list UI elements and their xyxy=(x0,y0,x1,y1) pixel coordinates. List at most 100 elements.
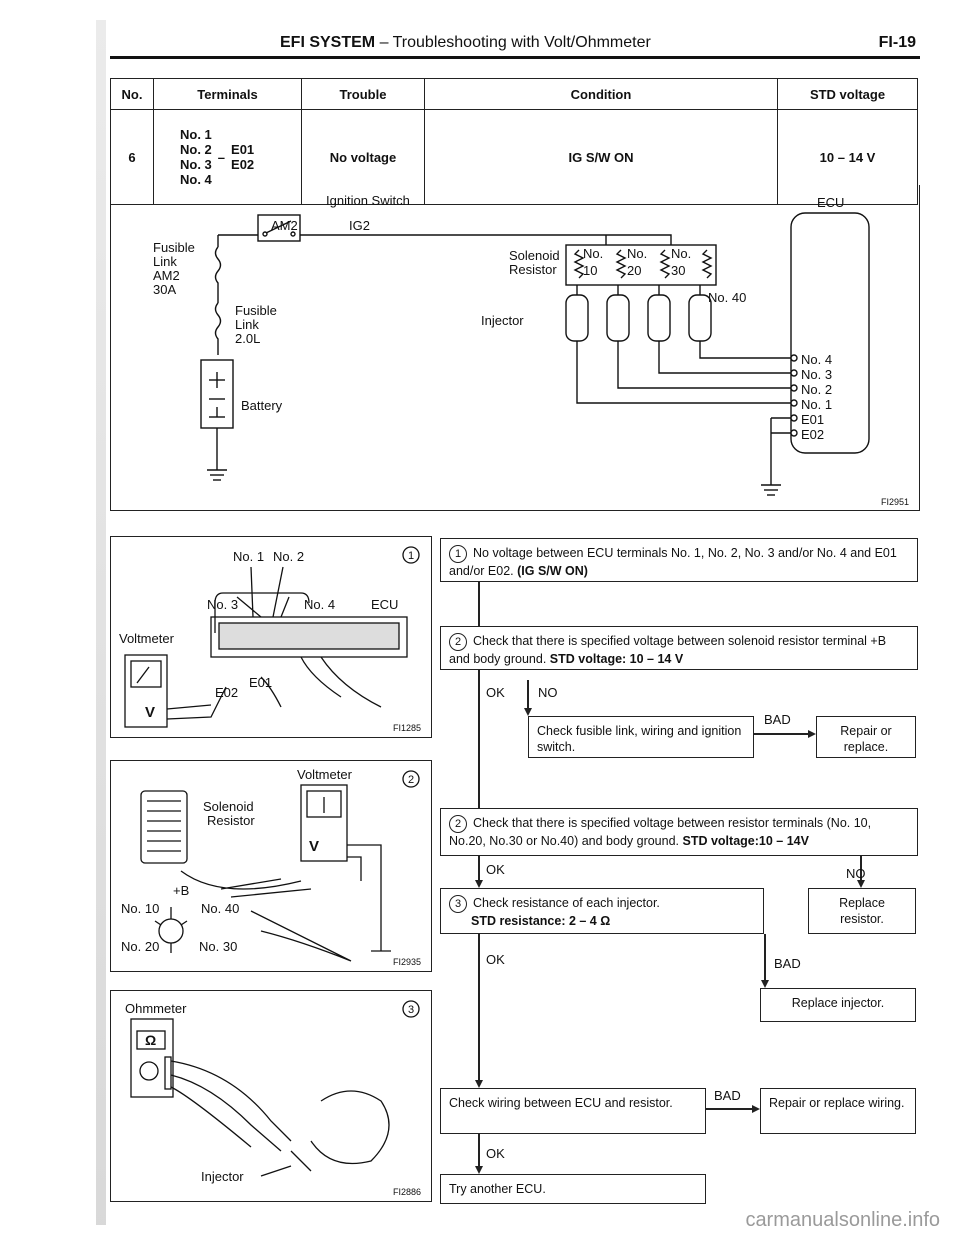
ig2-label: IG2 xyxy=(349,218,370,233)
fusible-link-am2: Fusible xyxy=(153,240,195,255)
panel1-ecu: ECU xyxy=(371,597,398,612)
step-circle-number: 1 xyxy=(408,550,414,562)
row-terminals: No. 1 No. 2 No. 3 No. 4 – E01 E02 xyxy=(153,109,302,205)
flow-connector xyxy=(706,1108,752,1110)
fig-code: FI1285 xyxy=(393,723,421,733)
arrow-down-icon xyxy=(475,880,483,888)
flow-bold: (IG S/W ON) xyxy=(517,564,588,578)
panel2-no20: No. 20 xyxy=(121,939,159,954)
ecu-terminal: No. 2 xyxy=(801,382,832,397)
panel3-omega: Ω xyxy=(145,1032,156,1048)
flow-bold: STD voltage: 10 – 14 V xyxy=(549,652,684,666)
panel-solenoid-voltmeter: Voltmeter Solenoid Resistor +B No. 10 No… xyxy=(110,760,432,972)
row-condition: IG S/W ON xyxy=(424,109,778,205)
flow-ok-label: OK xyxy=(486,1146,505,1161)
panel1-e02: E02 xyxy=(215,685,238,700)
flow-bad-label: BAD xyxy=(774,956,801,971)
step-circle-number: 3 xyxy=(449,895,467,913)
panel1-no4: No. 4 xyxy=(304,597,335,612)
terminal-item: E01 xyxy=(231,142,255,157)
ecu-terminal: E02 xyxy=(801,427,824,442)
flow-connector xyxy=(478,934,480,1084)
wiring-diagram: Ignition Switch AM2 IG2 Fusible Link AM2… xyxy=(110,185,920,511)
resistor-term: No. xyxy=(627,246,647,261)
fig-code: FI2886 xyxy=(393,1187,421,1197)
flow-check-fusible: Check fusible link, wiring and ignition … xyxy=(528,716,754,758)
panel-ecu-voltmeter: No. 1 No. 2 No. 3 No. 4 ECU Voltmeter E0… xyxy=(110,536,432,738)
step-circle-number: 1 xyxy=(449,545,467,563)
flow-connector xyxy=(527,680,529,710)
resistor-num: 10 xyxy=(583,263,597,278)
panel1-voltmeter: Voltmeter xyxy=(119,631,175,646)
page-title: EFI SYSTEM – Troubleshooting with Volt/O… xyxy=(280,34,651,51)
flow-connector xyxy=(860,856,862,886)
fusible-link-2: Fusible xyxy=(235,303,277,318)
flow-check-wiring: Check wiring between ECU and resistor. xyxy=(440,1088,706,1134)
panel1-no1: No. 1 xyxy=(233,549,264,564)
wiring-diagram-svg: Ignition Switch AM2 IG2 Fusible Link AM2… xyxy=(153,193,909,507)
flow-bad-label: BAD xyxy=(764,712,791,727)
panel2-no40: No. 40 xyxy=(201,901,239,916)
injector-label: Injector xyxy=(481,313,524,328)
flow-ok-label: OK xyxy=(486,952,505,967)
flow-text: Check that there is specified voltage be… xyxy=(449,816,872,848)
fusible-link-am2: Link xyxy=(153,254,177,269)
flow-no-label: NO xyxy=(538,685,558,700)
panel2-resistor: Resistor xyxy=(207,813,255,828)
resistor-term: No. xyxy=(671,246,691,261)
fusible-link-2: 2.0L xyxy=(235,331,260,346)
row-trouble: No voltage xyxy=(301,109,425,205)
solenoid-resistor-label: Resistor xyxy=(509,262,557,277)
flow-repair-wiring: Repair or replace wiring. xyxy=(760,1088,916,1134)
watermark: carmanualsonline.info xyxy=(745,1209,940,1231)
panel-injector-ohmmeter-svg: Ohmmeter Ω Injector FI2886 3 xyxy=(125,1000,421,1197)
flow-bold: STD resistance: 2 – 4 Ω xyxy=(471,914,611,928)
fusible-link-am2: 30A xyxy=(153,282,176,297)
spec-table-header: No. Terminals Trouble Condition STD volt… xyxy=(110,78,918,110)
flow-connector xyxy=(754,733,808,735)
ecu-label: ECU xyxy=(817,195,844,210)
step-circle-number: 2 xyxy=(449,815,467,833)
scan-edge xyxy=(96,20,106,1225)
ecu-terminal: No. 1 xyxy=(801,397,832,412)
flow-text: Check resistance of each injector. xyxy=(473,896,660,910)
step-circle-number: 2 xyxy=(449,633,467,651)
panel-injector-ohmmeter: Ohmmeter Ω Injector FI2886 3 xyxy=(110,990,432,1202)
page-header: EFI SYSTEM – Troubleshooting with Volt/O… xyxy=(110,30,920,60)
resistor-term: No. xyxy=(583,246,603,261)
panel3-ohmmeter: Ohmmeter xyxy=(125,1001,187,1016)
panel1-no3: No. 3 xyxy=(207,597,238,612)
terminal-item: No. 2 xyxy=(180,142,212,157)
header-rule xyxy=(110,56,920,59)
flow-bold: STD voltage:10 – 14V xyxy=(682,834,809,848)
ecu-terminal: No. 3 xyxy=(801,367,832,382)
flow-ok-label: OK xyxy=(486,685,505,700)
arrow-down-icon xyxy=(857,880,865,888)
fig-code: FI2935 xyxy=(393,957,421,967)
col-std-voltage: STD voltage xyxy=(777,78,918,110)
panel2-solenoid: Solenoid xyxy=(203,799,254,814)
panel-ecu-voltmeter-svg: No. 1 No. 2 No. 3 No. 4 ECU Voltmeter E0… xyxy=(119,546,421,733)
flow-connector xyxy=(478,670,480,810)
col-no: No. xyxy=(110,78,154,110)
row-no: 6 xyxy=(110,109,154,205)
flow-replace-injector: Replace injector. xyxy=(760,988,916,1022)
panel2-no10: No. 10 xyxy=(121,901,159,916)
table-row: 6 No. 1 No. 2 No. 3 No. 4 – E01 E02 No v… xyxy=(110,109,918,205)
arrow-down-icon xyxy=(475,1080,483,1088)
terminal-item: No. 1 xyxy=(180,127,212,142)
resistor-no40: No. 40 xyxy=(708,290,746,305)
flow-ok-label: OK xyxy=(486,862,505,877)
resistor-num: 30 xyxy=(671,263,685,278)
col-terminals: Terminals xyxy=(153,78,302,110)
ecu-terminal: No. 4 xyxy=(801,352,832,367)
row-std-voltage: 10 – 14 V xyxy=(777,109,918,205)
panel2-no30: No. 30 xyxy=(199,939,237,954)
fig-code: FI2951 xyxy=(881,497,909,507)
flow-connector xyxy=(478,582,480,626)
arrow-right-icon xyxy=(752,1105,760,1113)
step-circle-number: 2 xyxy=(408,774,414,786)
arrow-down-icon xyxy=(475,1166,483,1174)
